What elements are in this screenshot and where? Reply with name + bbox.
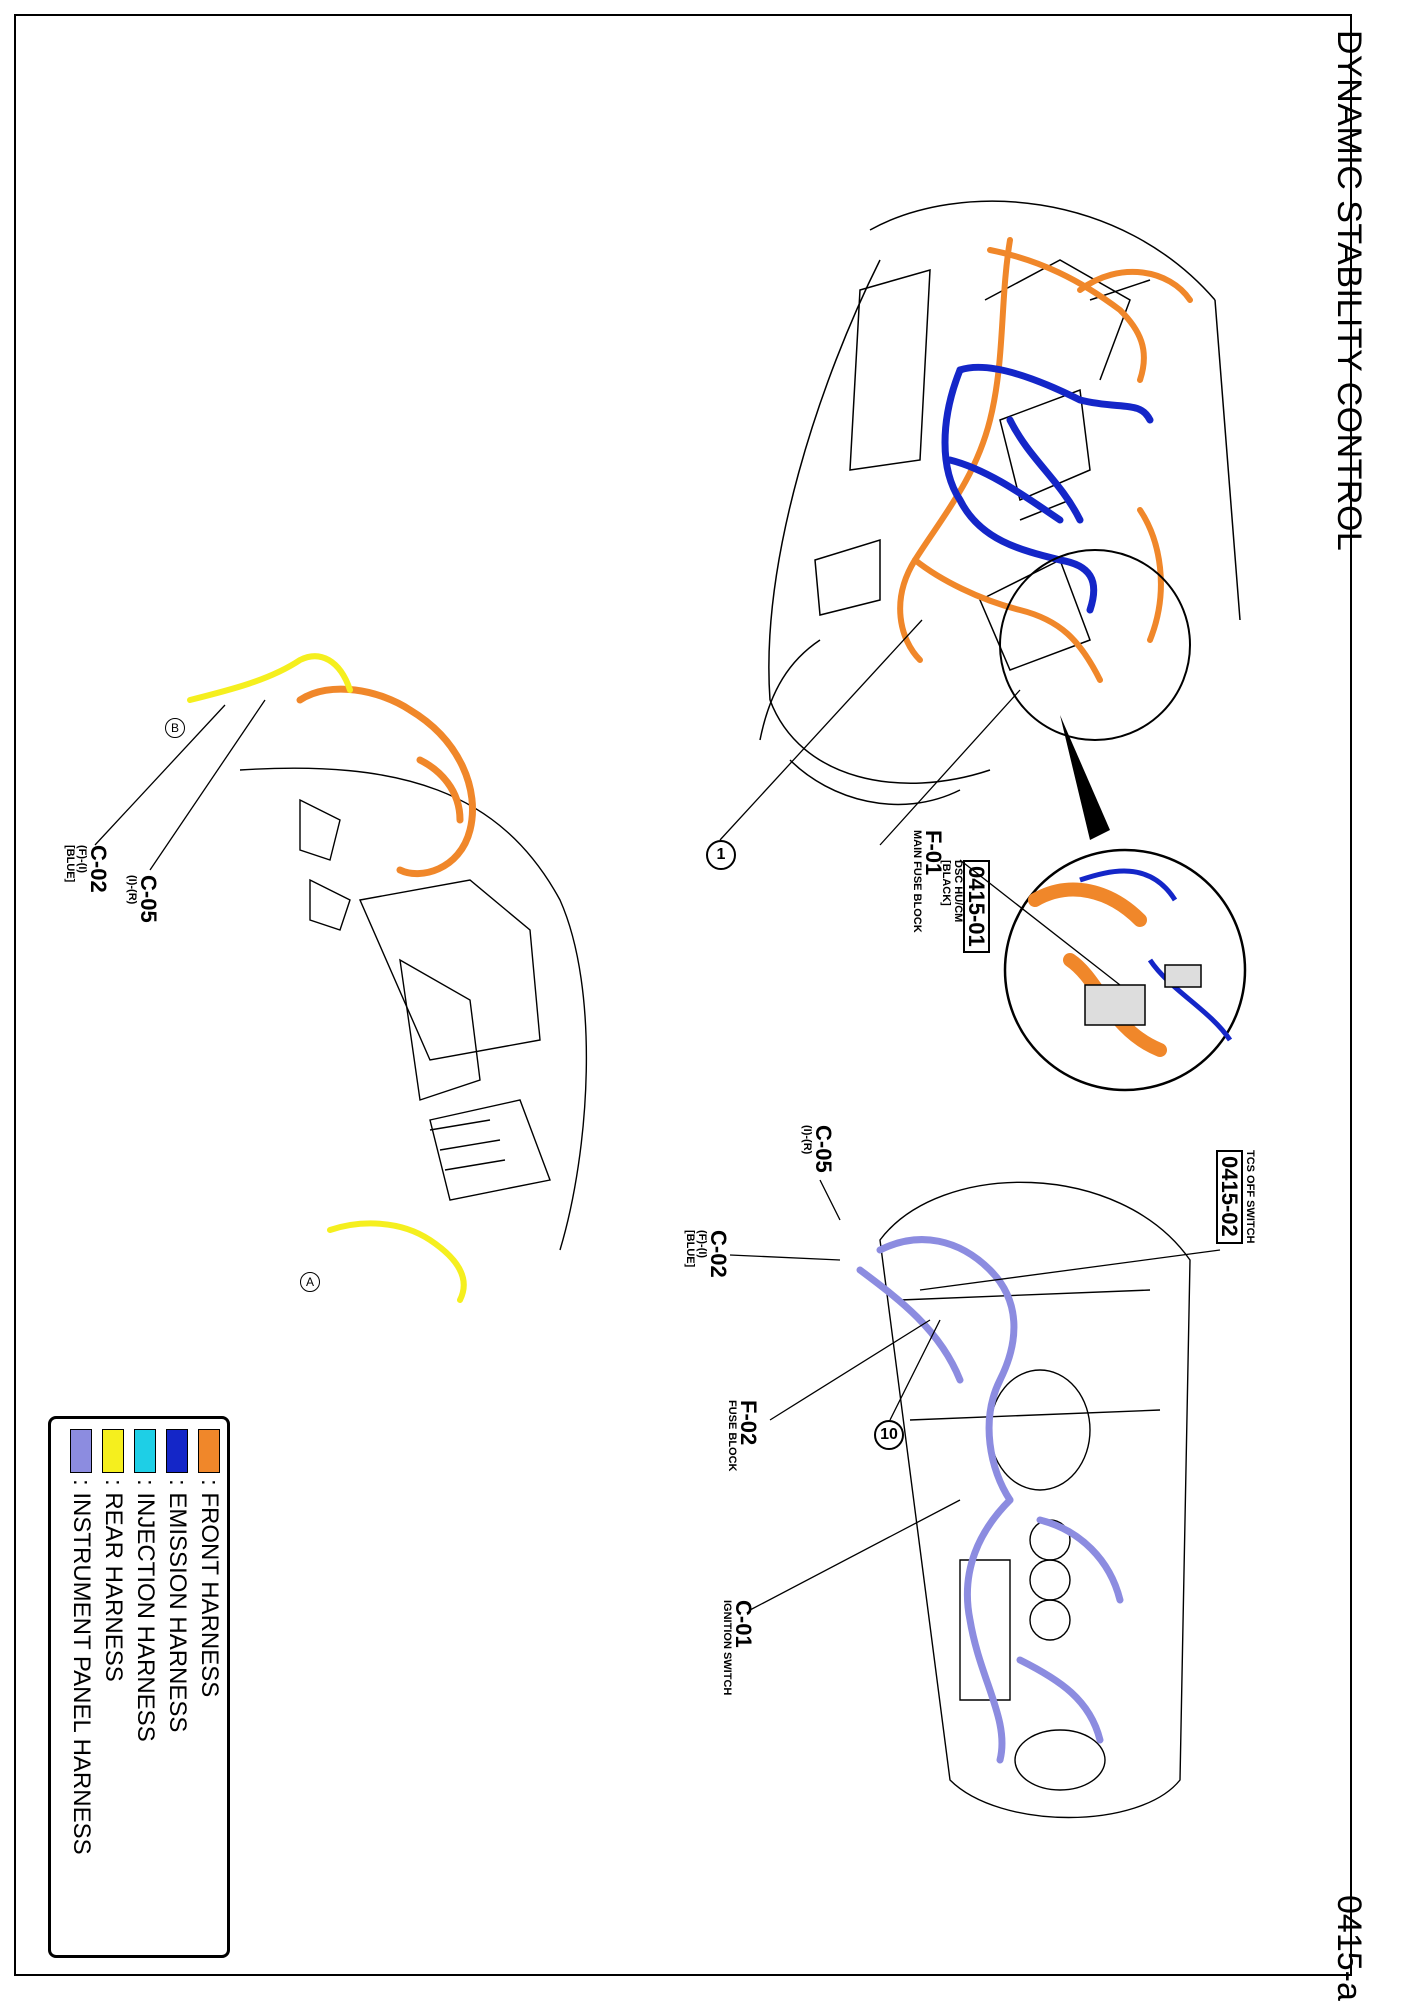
dsc-detail-inset	[999, 549, 1247, 1092]
page-frame	[14, 14, 1352, 1976]
floor-leaders	[94, 699, 266, 871]
dashboard-drawing	[879, 1181, 1191, 1819]
emission-harness-engine	[941, 363, 1154, 614]
callout-10: 10	[874, 1420, 904, 1450]
legend-swatch-front	[198, 1429, 220, 1473]
f01-label: F-01 MAIN FUSE BLOCK	[910, 830, 946, 933]
floor-c02-label: C-02 (F)-(I) [BLUE]	[64, 845, 111, 893]
legend-row-rear: : REAR HARNESS	[99, 1429, 127, 1682]
engine-compartment-drawing	[759, 200, 1241, 806]
legend-swatch-emission	[166, 1429, 188, 1473]
dash-f02-label: F-02 FUSE BLOCK	[725, 1400, 761, 1472]
engine-leaders	[719, 619, 1121, 986]
legend-row-front: : FRONT HARNESS	[195, 1429, 223, 1697]
legend-row-instrument: : INSTRUMENT PANEL HARNESS	[67, 1429, 95, 1855]
dsc-label: 0415-01 DSC HU/CM [BLACK]	[940, 860, 990, 953]
dash-leaders	[729, 1179, 1221, 1611]
rear-harness-floor	[187, 653, 467, 1303]
harness-legend: : FRONT HARNESS : EMISSION HARNESS : INJ…	[48, 1416, 230, 1958]
dash-c02-label: C-02 (F)-(I) [BLUE]	[684, 1230, 731, 1278]
floor-c05-label: C-05 (I)-(R)	[125, 875, 161, 923]
floor-drawing	[239, 767, 588, 1251]
dash-c01-label: C-01 IGNITION SWITCH	[720, 1600, 756, 1696]
front-harness-engine	[897, 237, 1193, 683]
front-harness-floor	[296, 685, 476, 878]
instrument-panel-harness	[856, 1236, 1124, 1764]
legend-swatch-rear	[102, 1429, 124, 1473]
legend-row-emission: : EMISSION HARNESS	[163, 1429, 191, 1732]
connector-letter-b: B	[165, 718, 185, 738]
dash-c05-label: C-05 (I)-(R)	[800, 1125, 836, 1173]
tcs-off-label: TCS OFF SWITCH 0415-02	[1216, 1150, 1256, 1244]
legend-swatch-injection	[134, 1429, 156, 1473]
legend-row-injection: : INJECTION HARNESS	[131, 1429, 159, 1742]
connector-letter-a: A	[300, 1272, 320, 1292]
legend-swatch-instrument	[70, 1429, 92, 1473]
callout-1: 1	[706, 840, 736, 870]
